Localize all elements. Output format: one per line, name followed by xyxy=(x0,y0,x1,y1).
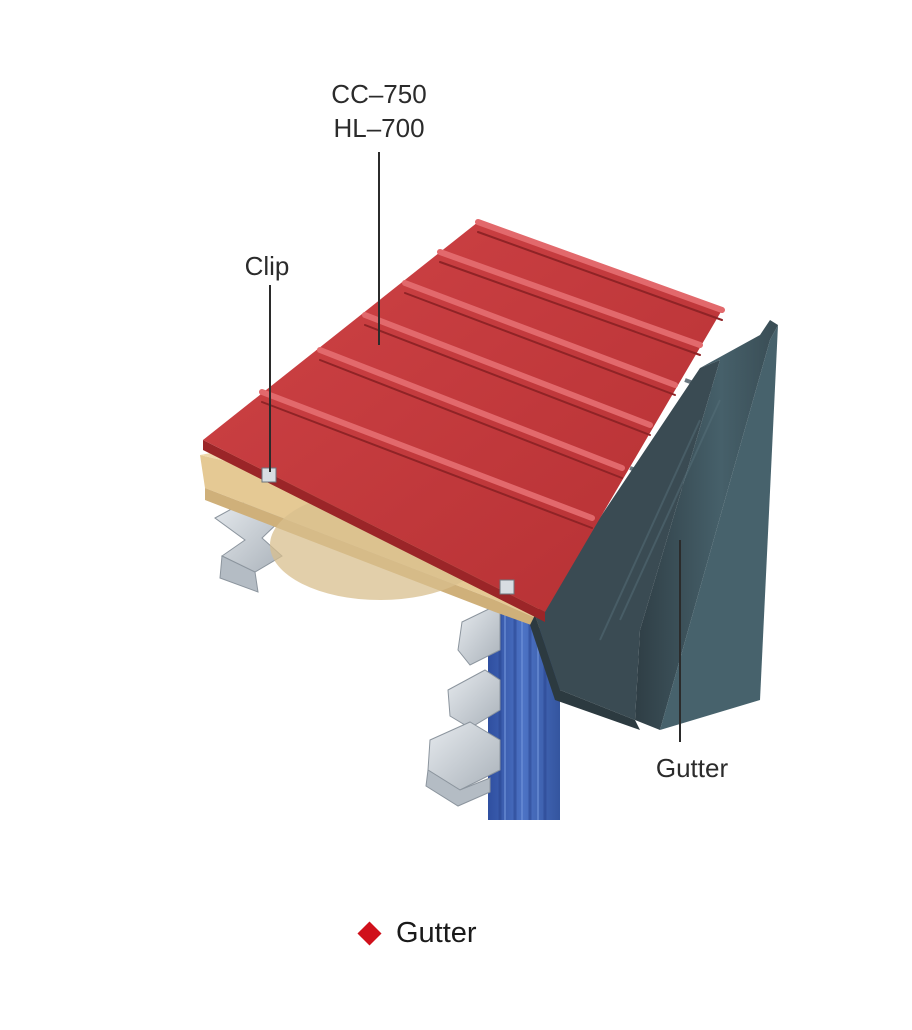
roof-ribs xyxy=(259,219,725,529)
clip-label: Clip xyxy=(245,251,290,281)
wall-cladding xyxy=(488,610,560,820)
leader-lines xyxy=(269,152,681,742)
purlin-front xyxy=(425,605,501,807)
gutter xyxy=(530,320,778,730)
clips xyxy=(261,467,515,595)
diamond-bullet-icon xyxy=(357,920,382,946)
panel-label-line2: HL–700 xyxy=(333,113,424,143)
gutter-label: Gutter xyxy=(656,753,729,783)
caption: Gutter xyxy=(355,913,477,953)
clip-right xyxy=(499,579,515,595)
roof-panel xyxy=(203,219,725,622)
panel-label-line1: CC–750 xyxy=(331,79,426,109)
caption-text: Gutter xyxy=(396,916,477,949)
